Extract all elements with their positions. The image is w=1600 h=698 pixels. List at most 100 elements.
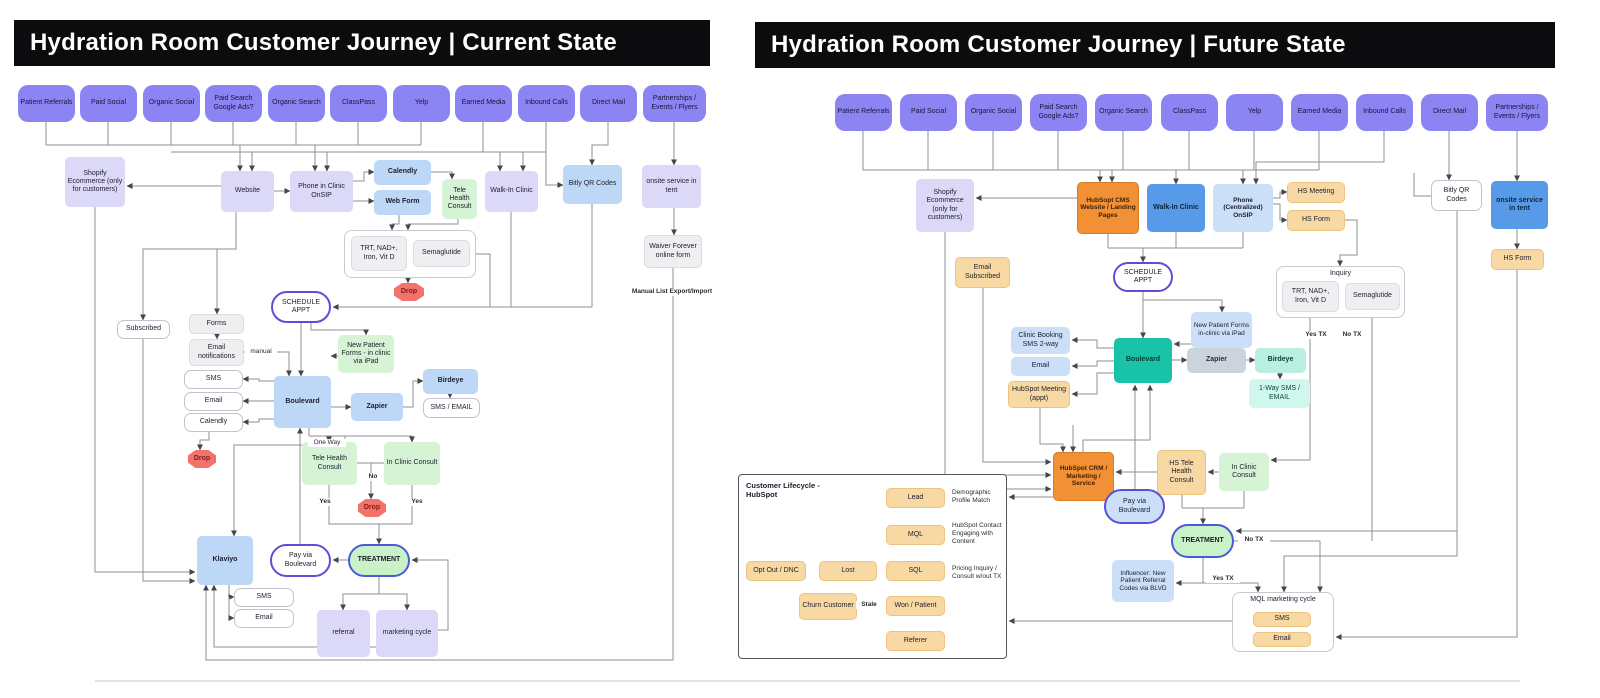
node-in-clinic-consult[interactable]: In Clinic Consult [1219, 453, 1269, 491]
node-shopify[interactable]: Shopify Ecommerce (only for customers) [916, 179, 974, 232]
node-tele-health-consult-1[interactable]: Tele Health Consult [442, 179, 477, 219]
node-label-ch-earned-media: Earned Media [1297, 108, 1342, 116]
node-sms-2[interactable]: SMS [234, 588, 294, 607]
node-mql-sms[interactable]: SMS [1253, 612, 1311, 627]
node-email-subscribed[interactable]: Email Subscribed [955, 257, 1010, 288]
node-tele-health-consult-2[interactable]: Tele Health Consult [302, 442, 357, 485]
node-ch-inbound-calls[interactable]: Inbound Calls [518, 85, 575, 122]
node-marketing-cycle[interactable]: marketing cycle [376, 610, 438, 657]
node-churn-customer[interactable]: Churn Customer [799, 593, 857, 620]
node-new-patient-forms[interactable]: New Patient Forms in-clinic via iPad [1191, 312, 1252, 348]
node-ch-earned-media[interactable]: Earned Media [1291, 94, 1348, 131]
edge-label: No TX [1336, 331, 1368, 339]
node-walk-in-clinic[interactable]: Walk-In Clinic [485, 171, 538, 212]
node-hubspot-cms[interactable]: HubSopt CMS Website / Landing Pages [1077, 182, 1139, 234]
node-ch-direct-mail[interactable]: Direct Mail [580, 85, 637, 122]
node-ch-earned-media[interactable]: Earned Media [455, 85, 512, 122]
node-ch-organic-social[interactable]: Organic Social [965, 94, 1022, 131]
node-zapier[interactable]: Zapier [1187, 348, 1246, 373]
node-bitly-qr-codes[interactable]: Bitly QR Codes [1431, 180, 1482, 211]
node-calendly[interactable]: Calendly [374, 160, 431, 185]
node-ch-paid-social[interactable]: Paid Social [80, 85, 137, 122]
node-shopify[interactable]: Shopify Ecommerce (only for customers) [65, 157, 125, 207]
node-pay-via-boulevard[interactable]: Pay via Boulevard [270, 544, 331, 577]
node-birdeye[interactable]: Birdeye [423, 369, 478, 394]
node-ch-yelp[interactable]: Yelp [1226, 94, 1283, 131]
node-mql[interactable]: MQL [886, 525, 945, 545]
node-won-patient[interactable]: Won / Patient [886, 596, 945, 616]
node-drop-1[interactable]: Drop [394, 283, 424, 301]
node-boulevard[interactable]: Boulevard [1114, 338, 1172, 383]
node-drop-3[interactable]: Drop [358, 499, 386, 517]
node-web-form[interactable]: Web Form [374, 190, 431, 215]
node-walk-in-clinic[interactable]: Walk-In Clinic [1147, 184, 1205, 232]
node-hs-form-2[interactable]: HS Form [1491, 249, 1544, 270]
node-ch-paid-social[interactable]: Paid Social [900, 94, 957, 131]
node-ch-partnerships[interactable]: Partnerships / Events / Flyers [643, 85, 706, 122]
node-email-1[interactable]: Email [184, 392, 243, 411]
node-website[interactable]: Website [221, 171, 274, 212]
node-onsite-service-tent[interactable]: onsite service in tent [1491, 181, 1548, 229]
node-referral[interactable]: referral [317, 610, 370, 657]
node-schedule-appt[interactable]: SCHEDULE APPT [1113, 262, 1173, 292]
node-ch-paid-search[interactable]: Paid Search Google Ads? [1030, 94, 1087, 131]
node-sms-1[interactable]: SMS [184, 370, 243, 389]
node-email-1[interactable]: Email [1011, 357, 1070, 376]
node-phone-centralized[interactable]: Phone (Centralized) OnSIP [1213, 184, 1273, 232]
node-drop-2[interactable]: Drop [188, 450, 216, 468]
node-sql[interactable]: SQL [886, 561, 945, 581]
node-ch-partnerships[interactable]: Partnerships / Events / Flyers [1486, 94, 1548, 131]
node-sms-email[interactable]: SMS / EMAIL [423, 398, 480, 418]
node-one-way-sms-email[interactable]: 1-Way SMS / EMAIL [1249, 379, 1310, 408]
node-referer[interactable]: Referer [886, 631, 945, 651]
node-ch-yelp[interactable]: Yelp [393, 85, 450, 122]
node-birdeye[interactable]: Birdeye [1255, 348, 1306, 373]
node-waiver-forever[interactable]: Waiver Forever online form [644, 235, 702, 268]
node-ch-paid-search[interactable]: Paid Search Google Ads? [205, 85, 262, 122]
group-label-lifecycle-group: Customer Lifecycle - HubSpot [746, 481, 820, 499]
node-ch-classpass[interactable]: ClassPass [330, 85, 387, 122]
node-label-won-patient: Won / Patient [894, 601, 937, 609]
node-hubspot-meeting-appt[interactable]: HubSpot Meeting (appt) [1008, 381, 1070, 408]
node-trt-nad[interactable]: TRT, NAD+, Iron, Vit D [1282, 281, 1339, 312]
node-hs-tele-health-consult[interactable]: HS Tele Health Consult [1157, 450, 1206, 495]
node-semaglutide[interactable]: Semaglutide [413, 240, 470, 267]
node-klaviyo[interactable]: Klaviyo [197, 536, 253, 585]
node-forms[interactable]: Forms [189, 314, 244, 334]
node-treatment[interactable]: TREATMENT [1171, 524, 1234, 558]
node-label-email-1: Email [1031, 362, 1050, 370]
node-lead[interactable]: Lead [886, 488, 945, 508]
node-email-2[interactable]: Email [234, 609, 294, 628]
node-ch-organic-social[interactable]: Organic Social [143, 85, 200, 122]
node-ch-direct-mail[interactable]: Direct Mail [1421, 94, 1478, 131]
node-boulevard[interactable]: Boulevard [274, 376, 331, 428]
node-hubspot-crm[interactable]: HubSpot CRM / Marketing / Service [1053, 452, 1114, 501]
node-calendly-2[interactable]: Calendly [184, 413, 243, 432]
node-phone-in-clinic[interactable]: Phone in Clinic OnSIP [290, 171, 353, 212]
node-trt-nad[interactable]: TRT, NAD+, Iron, Vit D [351, 236, 407, 271]
node-schedule-appt[interactable]: SCHEDULE APPT [271, 291, 331, 323]
node-ch-patient-referrals[interactable]: Patient Referrals [835, 94, 892, 131]
node-ch-inbound-calls[interactable]: Inbound Calls [1356, 94, 1413, 131]
node-new-patient-forms[interactable]: New Patient Forms - in clinic via iPad [338, 335, 394, 373]
node-hs-form-1[interactable]: HS Form [1287, 210, 1345, 231]
node-ch-organic-search[interactable]: Organic Search [1095, 94, 1152, 131]
node-influencer-referral[interactable]: Influencer: New Patient Referral Codes v… [1112, 560, 1174, 602]
node-ch-patient-referrals[interactable]: Patient Referrals [18, 85, 75, 122]
node-semaglutide[interactable]: Semaglutide [1345, 283, 1400, 310]
node-email-notifications[interactable]: Email notifications [189, 339, 244, 366]
node-lost[interactable]: Lost [819, 561, 877, 581]
node-ch-classpass[interactable]: ClassPass [1161, 94, 1218, 131]
node-mql-email[interactable]: Email [1253, 632, 1311, 647]
node-treatment[interactable]: TREATMENT [348, 544, 410, 577]
node-clinic-booking-sms[interactable]: Clinic Booking SMS 2-way [1011, 327, 1070, 354]
node-opt-out-dnc[interactable]: Opt Out / DNC [746, 561, 806, 581]
node-ch-organic-search[interactable]: Organic Search [268, 85, 325, 122]
node-onsite-service-tent[interactable]: onsite service in tent [642, 165, 701, 208]
node-hs-meeting[interactable]: HS Meeting [1287, 182, 1345, 203]
node-zapier[interactable]: Zapier [351, 393, 403, 421]
node-in-clinic-consult[interactable]: In Clinic Consult [384, 442, 440, 485]
node-subscribed[interactable]: Subscribed [117, 320, 170, 339]
node-bitly-qr-codes[interactable]: Bitly QR Codes [563, 165, 622, 204]
node-pay-via-boulevard[interactable]: Pay via Boulevard [1104, 489, 1165, 524]
